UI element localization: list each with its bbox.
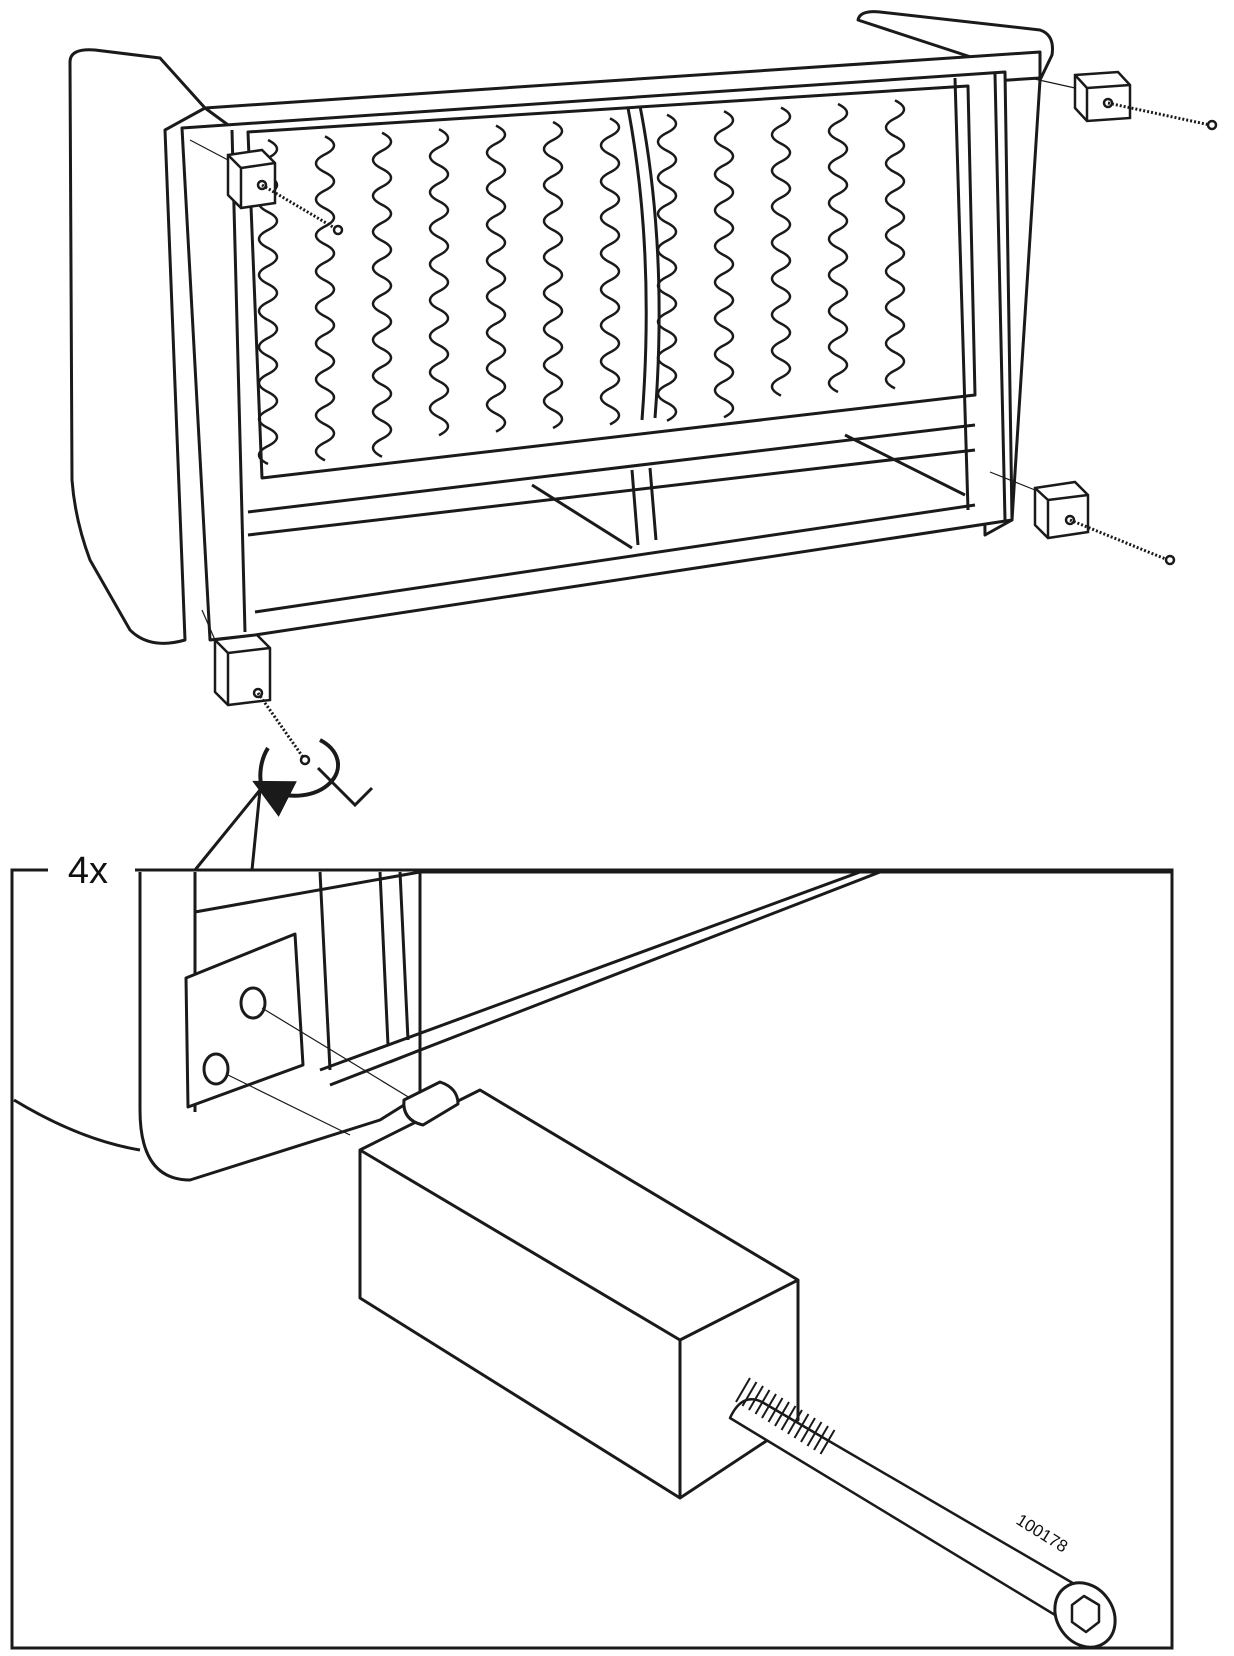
rotate-arrow-icon xyxy=(252,738,340,817)
dowel xyxy=(402,1080,460,1127)
back-rail xyxy=(203,50,1042,132)
spring xyxy=(827,102,849,394)
detail-callout: 4x 1001 xyxy=(10,785,1174,1650)
leg-block xyxy=(358,1088,800,1500)
screw-part-number: 100178 xyxy=(1013,1510,1071,1556)
centre-support-bar xyxy=(626,105,661,421)
callout-frame xyxy=(10,868,1174,1650)
screw-bolt xyxy=(728,1377,1117,1649)
frame-inner xyxy=(246,84,977,480)
callout-illustration xyxy=(13,870,1172,1649)
spring xyxy=(428,128,450,437)
left-armrest xyxy=(68,48,207,645)
leg-bottom-right xyxy=(989,471,1176,566)
spring xyxy=(371,131,393,458)
sofa-frame xyxy=(68,10,1054,645)
quantity-label: 4x xyxy=(68,850,108,892)
centre-divider xyxy=(630,467,658,546)
leg-bottom-left xyxy=(201,609,311,766)
spring xyxy=(485,124,507,433)
spring xyxy=(599,117,621,426)
leg-top-right xyxy=(1029,70,1218,131)
hole-upper xyxy=(239,986,267,1020)
spring xyxy=(314,135,336,462)
spring xyxy=(770,106,792,397)
hole-lower xyxy=(202,1052,230,1086)
spring xyxy=(542,120,564,430)
spring xyxy=(656,113,678,422)
leg-top-left xyxy=(189,139,344,236)
spring xyxy=(713,110,735,419)
spring xyxy=(884,99,906,390)
allen-key-icon xyxy=(316,766,374,808)
hex-socket-icon xyxy=(1070,1594,1101,1634)
